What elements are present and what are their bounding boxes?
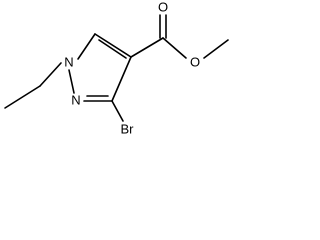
- atom-n1-label: N: [64, 54, 73, 69]
- atom-carbonyl-o-label: O: [158, 0, 168, 14]
- bond-c4-c3: [111, 56, 132, 102]
- structure-canvas: N N O O Br: [0, 0, 238, 144]
- bond-c5-c4-double-inner: [98, 39, 127, 59]
- bond-c4-carbonyl: [130, 37, 164, 58]
- molecule-diagram: N N O O Br: [4, 0, 229, 136]
- bond-ethyl-ch3-ch2: [4, 85, 41, 109]
- atom-n2-label: N: [71, 92, 80, 107]
- atom-br-label: Br: [121, 121, 135, 136]
- bond-n2-n1: [68, 69, 75, 94]
- bond-c5-c4: [94, 33, 132, 58]
- atom-ester-o-label: O: [190, 54, 200, 69]
- bond-c3-br: [111, 100, 124, 122]
- bond-ethyl-ch2-n1: [39, 62, 62, 87]
- bond-n1-c5: [77, 33, 96, 60]
- bond-o-methyl: [203, 39, 229, 59]
- bond-carbonyl-o-ester: [162, 37, 187, 59]
